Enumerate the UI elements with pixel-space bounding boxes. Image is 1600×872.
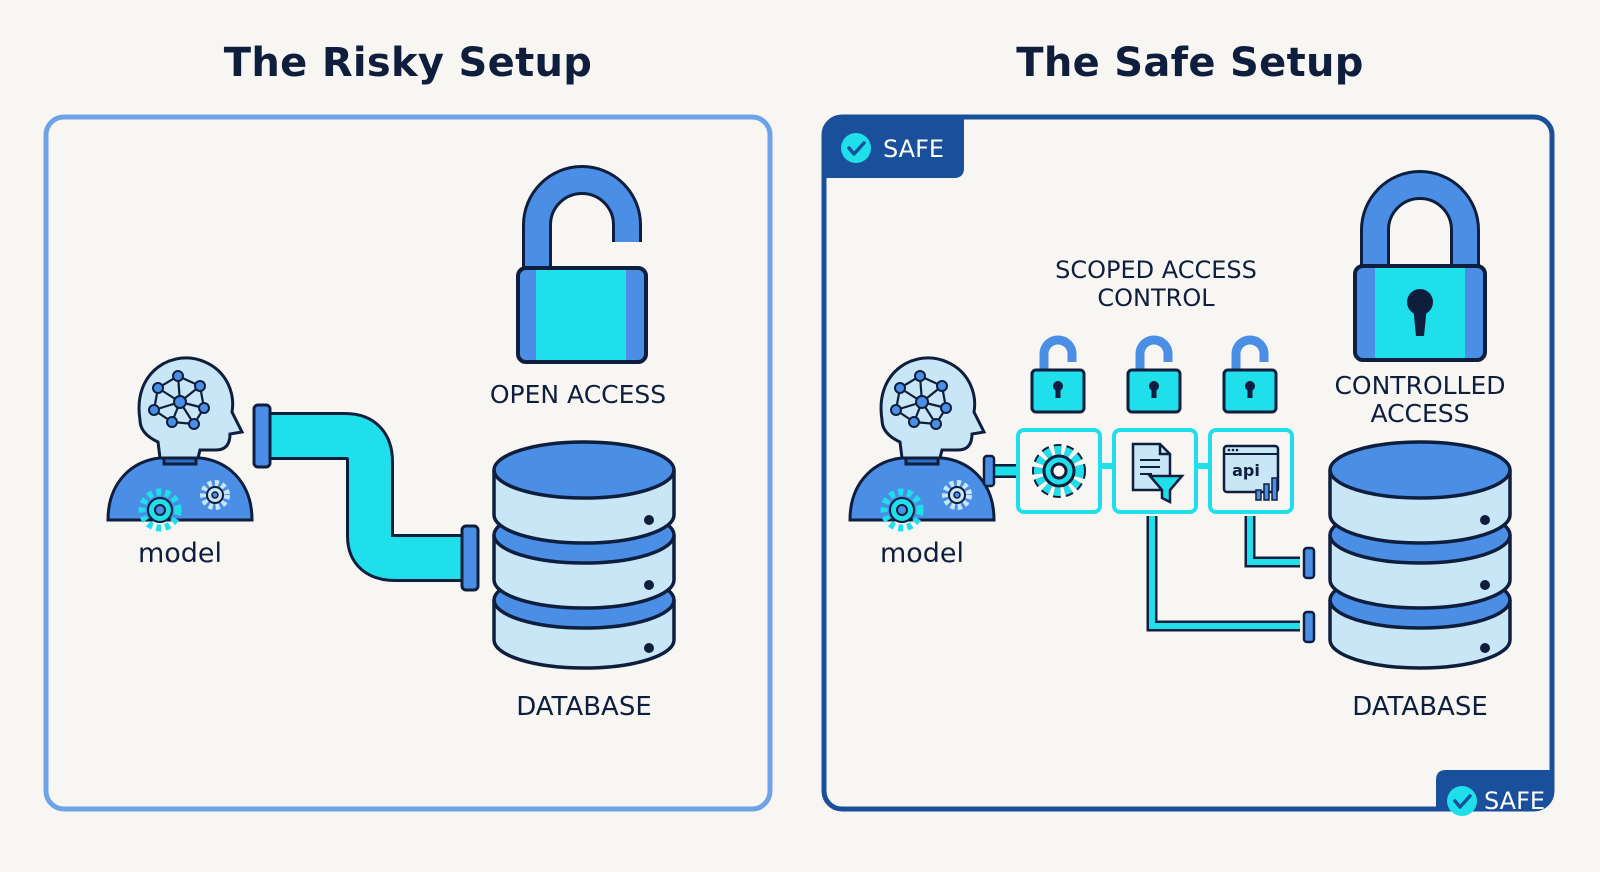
gear-icon — [1032, 444, 1086, 498]
open-access-label: OPEN ACCESS — [490, 380, 666, 409]
right-database-label: DATABASE — [1352, 692, 1488, 722]
gear-box — [1016, 428, 1102, 514]
api-window-icon: api — [1222, 444, 1280, 501]
scoped-pipes — [982, 454, 1316, 644]
check-circle-icon — [1445, 784, 1479, 818]
document-filter-box — [1112, 428, 1198, 514]
controlled-access-label-1: CONTROLLED — [1334, 371, 1505, 400]
controlled-access-label-2: ACCESS — [1370, 399, 1469, 428]
scoped-access-label-2: CONTROL — [1097, 284, 1215, 312]
left-model-label: model — [138, 538, 222, 569]
scoped-access-label-1: SCOPED ACCESS — [1055, 256, 1257, 284]
left-database-label: DATABASE — [516, 692, 652, 722]
safe-badge-top: SAFE — [824, 117, 964, 178]
safe-badge-top-label: SAFE — [883, 135, 944, 163]
api-box: api — [1208, 428, 1294, 514]
right-database-icon — [1328, 440, 1512, 670]
open-pipe — [252, 403, 480, 592]
padlock-open-icon — [516, 165, 648, 364]
safe-badge-bottom: SAFE — [1436, 770, 1552, 818]
api-text: api — [1232, 461, 1260, 480]
document-filter-icon — [1131, 442, 1185, 505]
safe-setup-title: The Safe Setup — [1016, 40, 1364, 86]
check-circle-icon — [839, 131, 873, 165]
risky-setup-title: The Risky Setup — [223, 40, 593, 86]
right-model-label: model — [880, 538, 964, 569]
left-database-icon — [492, 440, 676, 670]
safe-badge-bottom-label: SAFE — [1484, 787, 1545, 815]
padlock-closed-icon — [1353, 170, 1487, 362]
